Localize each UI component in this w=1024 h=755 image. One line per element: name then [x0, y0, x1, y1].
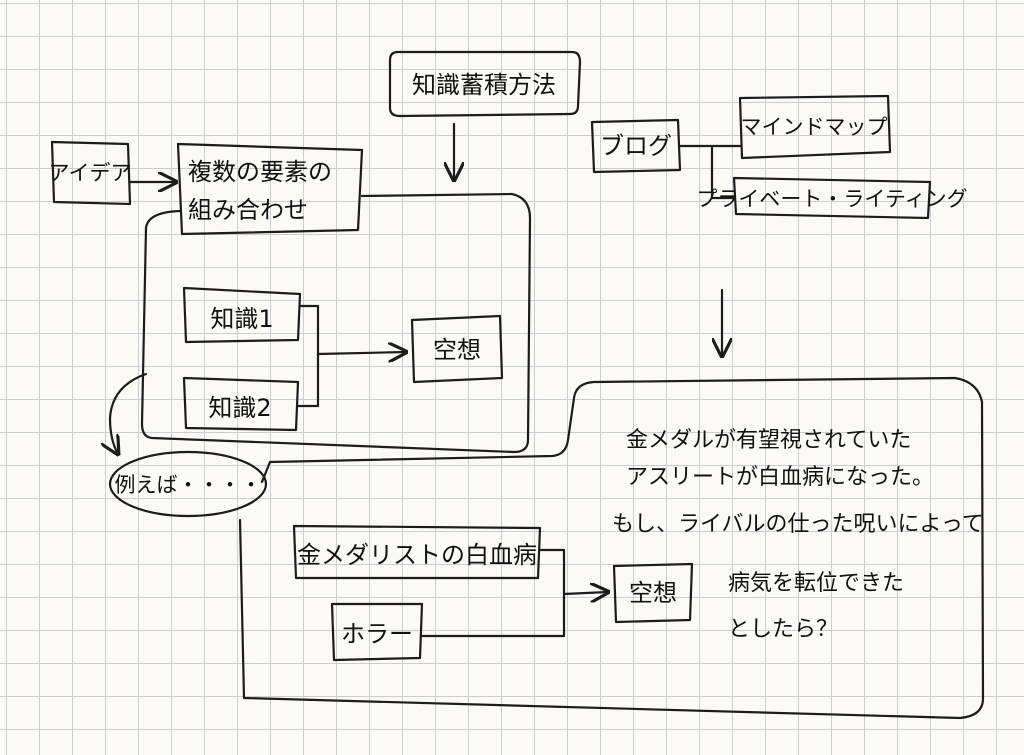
combination-box: [176, 142, 364, 236]
horror-node: ホラー: [330, 602, 424, 662]
story-line-5: としたら？: [728, 617, 838, 642]
blog-node: ブログ: [590, 118, 682, 174]
example-ellipse: [108, 450, 268, 518]
knowledge1-box: [182, 286, 302, 344]
private-writing-node: プライベート・ライティング: [696, 176, 968, 220]
idea-label: アイデア: [49, 161, 132, 185]
story-line-1: 金メダルが有望視されていた: [626, 428, 911, 453]
arrow-knowledge-to-fantasy: [316, 352, 406, 354]
medalist-node: 金メダリストの白血病: [292, 524, 542, 580]
arrow-story-to-fantasy: [562, 592, 608, 594]
upper-group-frame: [140, 192, 532, 454]
story-line-3: もし、ライバルの仕った呪いによって: [612, 512, 984, 537]
mindmap-label: マインドマップ: [741, 115, 888, 139]
knowledge-method-node: 知識蓄積方法: [388, 50, 582, 118]
story-line-4: 病気を転位できた: [728, 571, 904, 596]
combination-label-line2: 組み合わせ: [188, 196, 308, 224]
knowledge2-box: [182, 376, 300, 432]
knowledge2-label: 知識2: [208, 394, 271, 422]
story-note: 金メダルが有望視されていた アスリートが白血病になった。 もし、ライバルの仕った…: [612, 428, 984, 642]
combination-label-line1: 複数の要素の: [188, 158, 332, 186]
fantasy1-node: 空想: [410, 314, 504, 384]
knowledge-method-box: [388, 50, 582, 118]
knowledge2-node: 知識2: [182, 376, 300, 432]
fantasy2-node: 空想: [612, 562, 694, 624]
fantasy1-label: 空想: [433, 336, 481, 364]
medalist-label: 金メダリストの白血病: [297, 541, 537, 569]
knowledge-merge-connector: [296, 304, 320, 408]
example-label: 例えば・・・・: [115, 473, 262, 497]
blog-box: [590, 118, 682, 174]
combination-node: 複数の要素の 組み合わせ: [176, 142, 364, 236]
story-line-2: アスリートが白血病になった。: [626, 465, 934, 490]
story-container-frame: [238, 376, 985, 720]
fantasy1-box: [410, 314, 504, 384]
horror-label: ホラー: [341, 620, 413, 648]
private-writing-label: プライベート・ライティング: [696, 187, 967, 211]
medalist-box: [292, 524, 542, 580]
blog-label: ブログ: [600, 132, 672, 160]
knowledge-method-label: 知識蓄積方法: [412, 71, 556, 99]
fantasy2-box: [612, 562, 694, 624]
arrow-frame-to-example: [110, 372, 148, 454]
blog-branch-connector: [678, 144, 742, 200]
fantasy2-label: 空想: [629, 579, 677, 607]
idea-node: アイデア: [49, 140, 132, 206]
knowledge1-label: 知識1: [210, 305, 273, 333]
mindmap-box: [738, 94, 892, 160]
idea-box: [50, 140, 132, 206]
horror-box: [330, 602, 424, 662]
mindmap-node: マインドマップ: [738, 94, 892, 160]
example-node: 例えば・・・・: [108, 450, 268, 518]
private-writing-box: [732, 176, 932, 220]
knowledge1-node: 知識1: [182, 286, 302, 344]
